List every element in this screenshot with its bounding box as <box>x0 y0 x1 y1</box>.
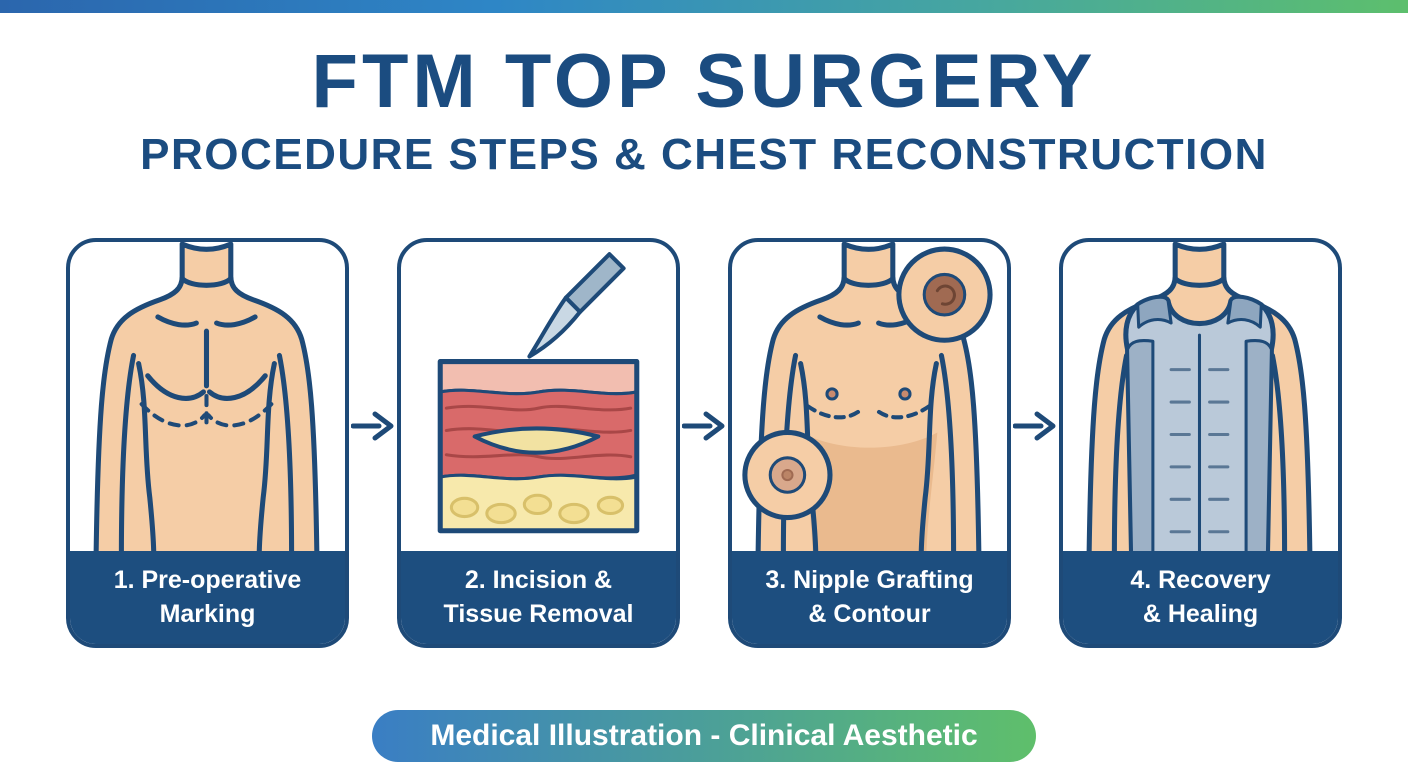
recovery-illustration <box>1063 242 1338 551</box>
step-label-4: 4. Recovery & Healing <box>1063 551 1338 644</box>
step-panel-2: 2. Incision & Tissue Removal <box>397 238 680 648</box>
step-panel-3: 3. Nipple Grafting & Contour <box>728 238 1011 648</box>
top-gradient-bar <box>0 0 1408 13</box>
arrow-1 <box>349 408 397 444</box>
arrow-2 <box>680 408 728 444</box>
chest-grafts-icon <box>742 242 993 551</box>
arrow-right-icon <box>682 411 725 441</box>
preop-marking-illustration <box>70 242 345 551</box>
title-block: FTM TOP SURGERY PROCEDURE STEPS & CHEST … <box>0 0 1408 180</box>
footer-banner: Medical Illustration - Clinical Aestheti… <box>372 710 1036 762</box>
compression-vest-icon <box>1086 242 1313 551</box>
incision-illustration <box>401 242 676 551</box>
step-label-2: 2. Incision & Tissue Removal <box>401 551 676 644</box>
arrow-right-icon <box>351 411 394 441</box>
steps-row: 1. Pre-operative Marking <box>0 238 1408 648</box>
arrow-3 <box>1011 408 1059 444</box>
torso-marking-icon <box>93 242 320 551</box>
step-label-3: 3. Nipple Grafting & Contour <box>732 551 1007 644</box>
page-subtitle: PROCEDURE STEPS & CHEST RECONSTRUCTION <box>140 130 1268 179</box>
step-panel-4: 4. Recovery & Healing <box>1059 238 1342 648</box>
nipple-graft-illustration <box>732 242 1007 551</box>
step-label-1: 1. Pre-operative Marking <box>70 551 345 644</box>
tissue-cross-section-icon <box>437 252 640 534</box>
step-panel-1: 1. Pre-operative Marking <box>66 238 349 648</box>
page-title: FTM TOP SURGERY <box>311 39 1097 124</box>
arrow-right-icon <box>1013 411 1056 441</box>
